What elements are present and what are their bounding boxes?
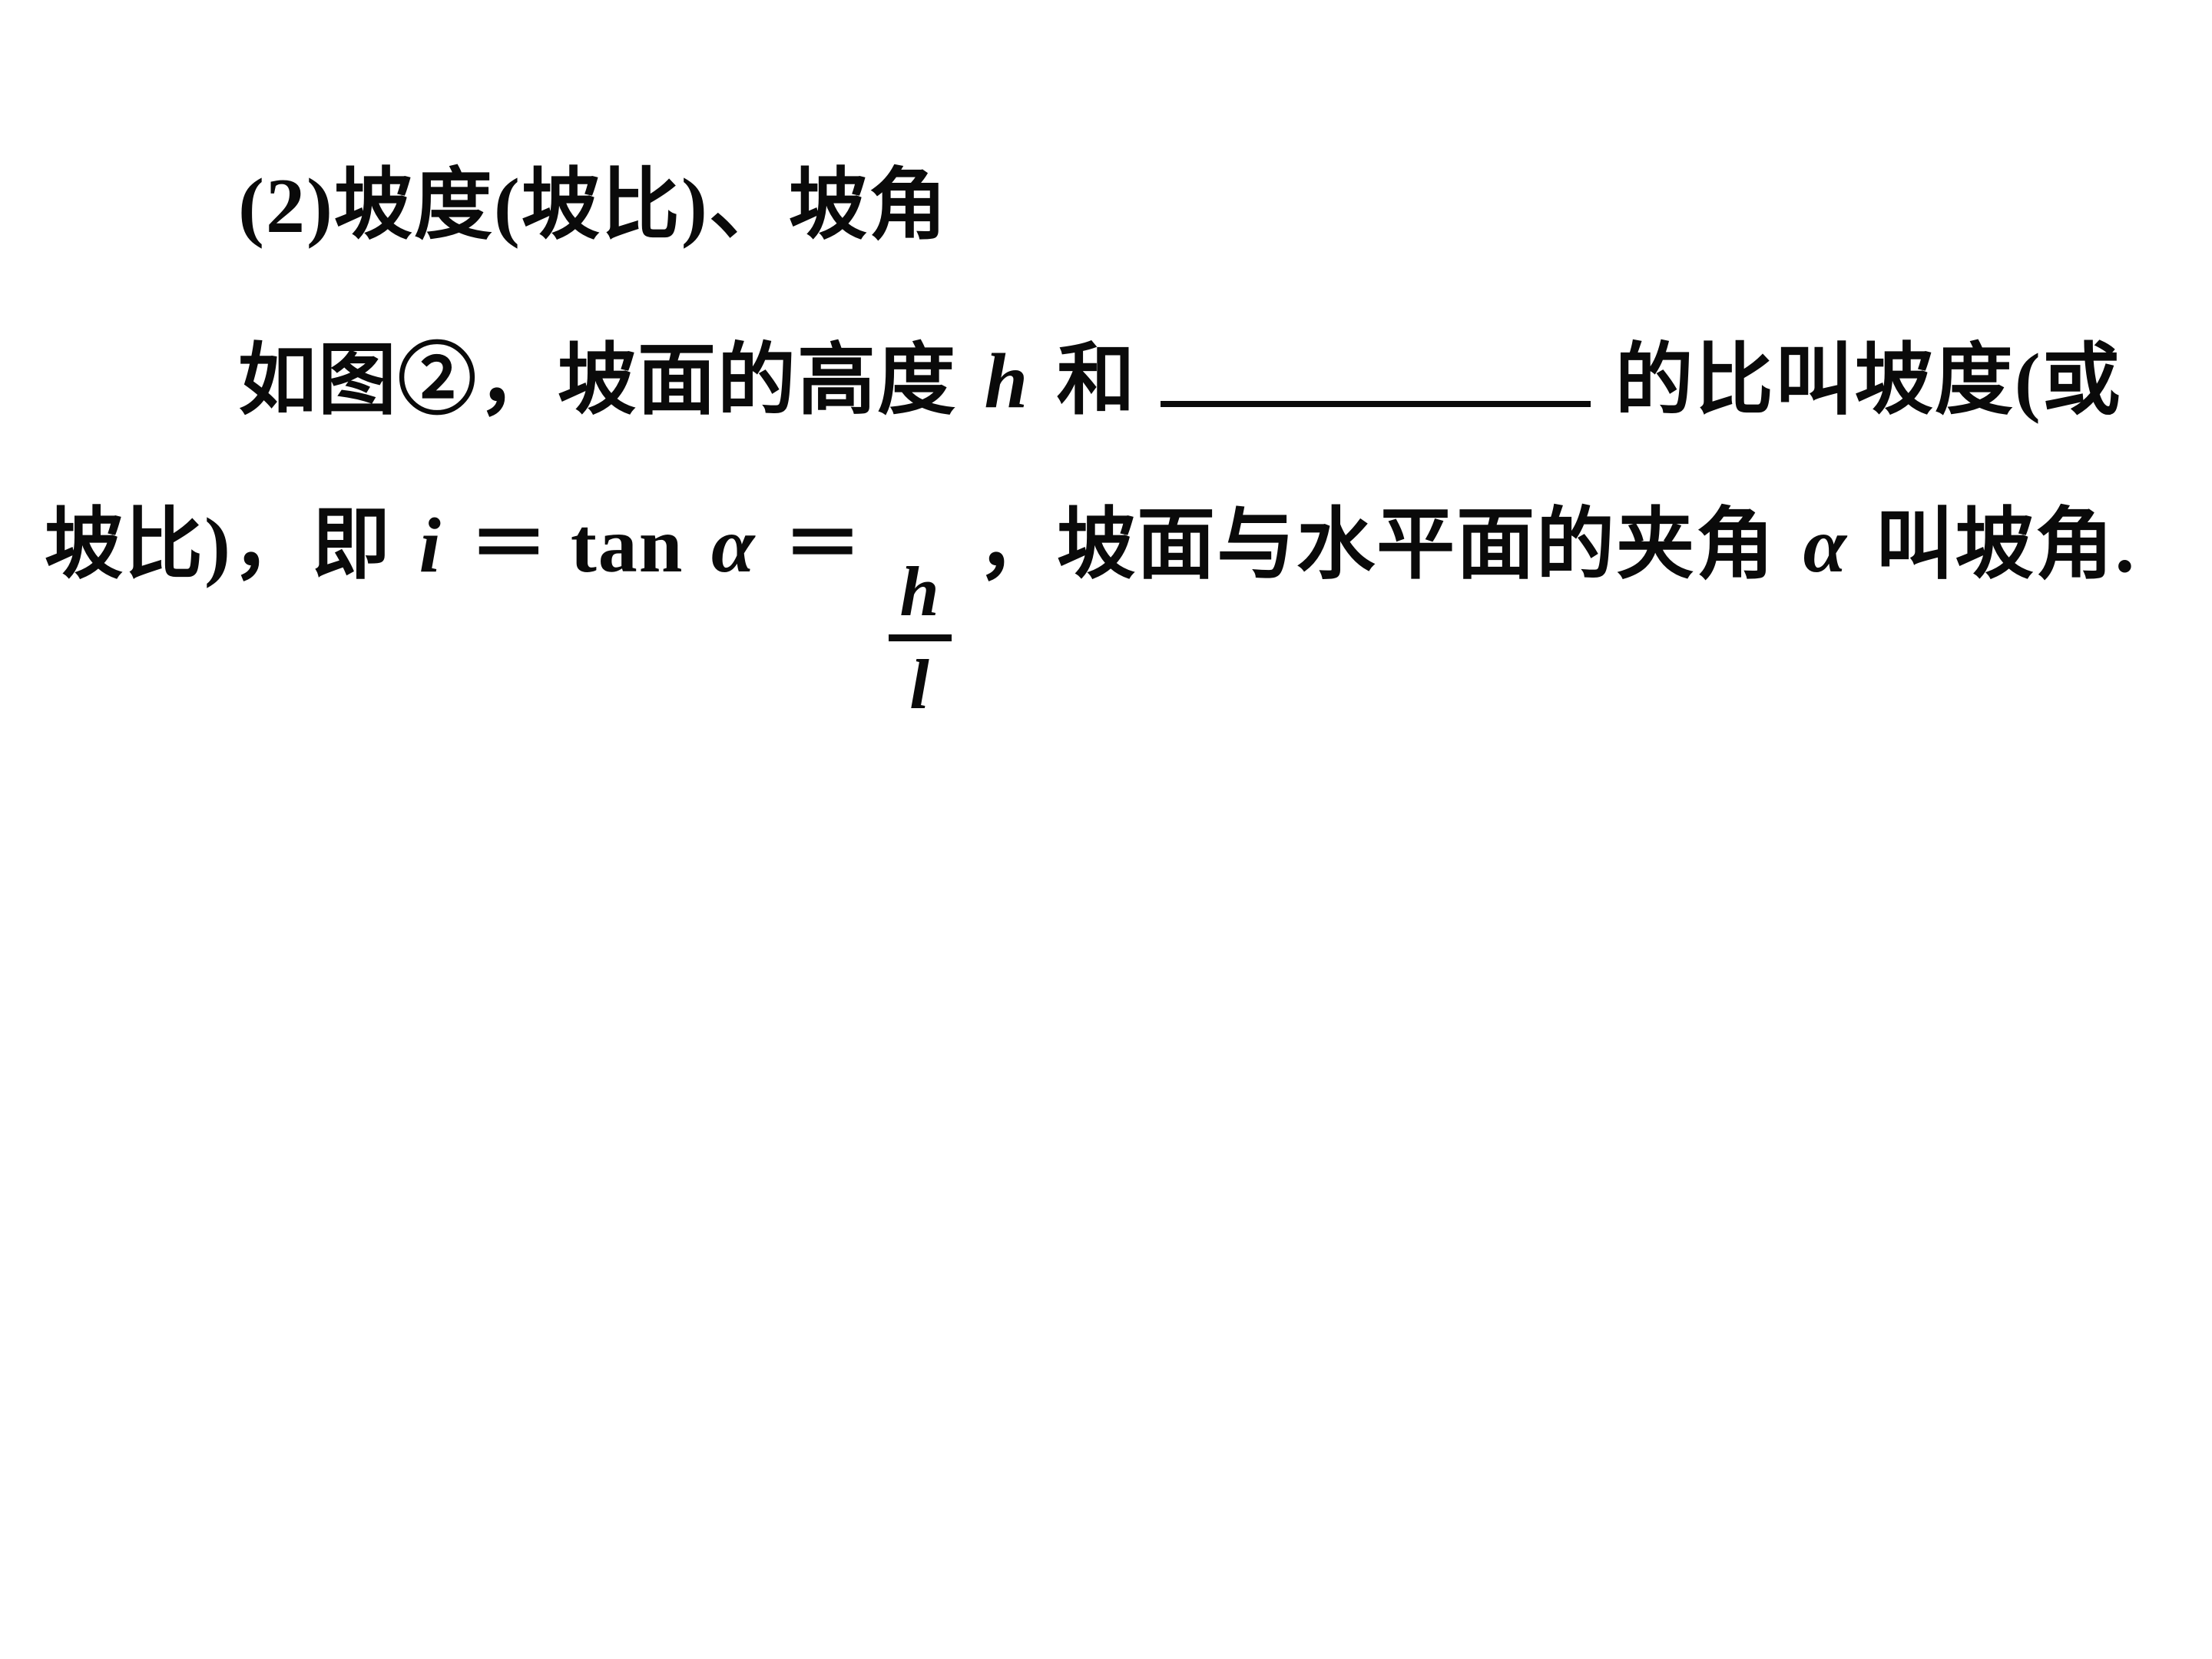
fraction-h-over-l: h l — [889, 552, 952, 724]
fraction-denominator-l: l — [909, 645, 931, 724]
body-line-1: 如图②，坡面的高度 h 和 的比叫坡度(或 — [238, 329, 2122, 421]
variable-i: i — [419, 502, 442, 589]
body-line1-text-and: 和 — [1056, 338, 1137, 425]
variable-alpha-2: α — [1803, 502, 1849, 589]
body-line2-text-middle: ，坡面与水平面的夹角 — [977, 502, 1777, 589]
body-line1-text-before-h: 如图②，坡面的高度 — [238, 338, 957, 425]
body-line2-text-end: 叫坡角. — [1875, 502, 2137, 589]
equals-sign-2: ＝ — [783, 502, 863, 589]
body-line2-text-start: 坡比)，即 — [45, 502, 392, 589]
variable-alpha-1: α — [711, 502, 757, 589]
heading-text: (2)坡度(坡比)、坡角 — [238, 163, 949, 250]
equals-sign-1: ＝ — [469, 502, 550, 589]
fraction-bar — [889, 634, 952, 642]
tan-function-label: tan — [570, 502, 684, 589]
fill-in-blank-line — [1161, 329, 1591, 407]
body-line-2: 坡比)，即 i ＝ tan α ＝ h l ，坡面与水平面的夹角 α 叫坡角. — [45, 507, 2136, 723]
heading-slope-definition: (2)坡度(坡比)、坡角 — [238, 167, 949, 246]
body-line1-text-after-blank: 的比叫坡度(或 — [1614, 338, 2122, 425]
fraction-numerator-h: h — [899, 552, 941, 631]
variable-h: h — [984, 338, 1030, 425]
